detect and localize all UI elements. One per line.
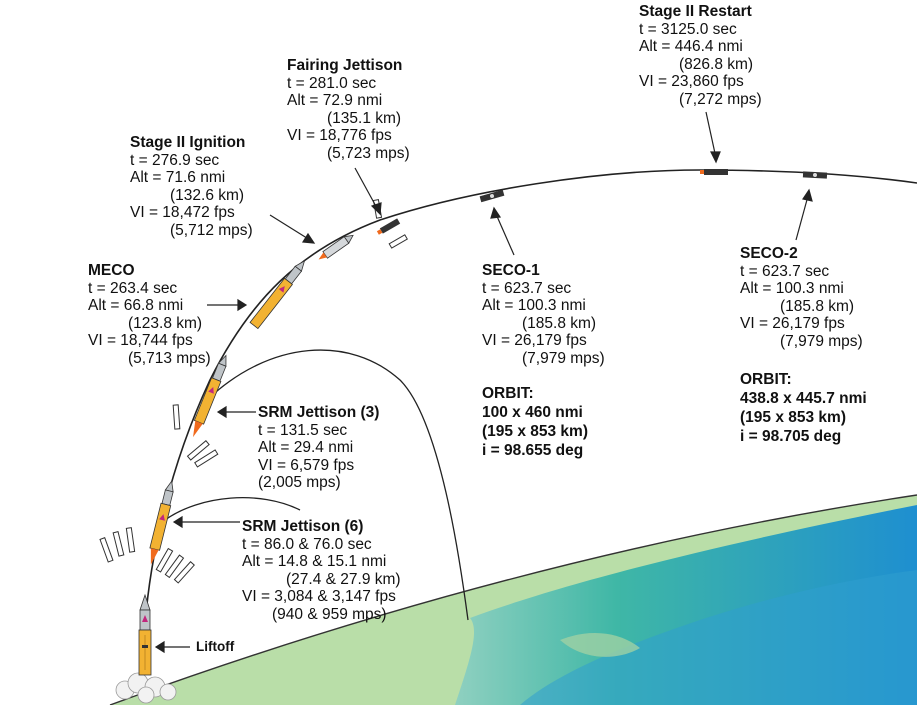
trajectory-line	[144, 169, 917, 626]
label-meco: MECO t = 263.4 sec Alt = 66.8 nmi (123.8…	[88, 262, 211, 367]
fairing-half	[388, 234, 408, 249]
orbit2-summary: ORBIT: 438.8 x 445.7 nmi (195 x 853 km) …	[740, 371, 867, 445]
label-srm-jettison-6: SRM Jettison (6) t = 86.0 & 76.0 sec Alt…	[242, 518, 401, 623]
jettisoned-srms-3	[172, 404, 219, 468]
label-stage2-restart: Stage II Restart t = 3125.0 sec Alt = 44…	[639, 3, 762, 108]
upper-stage-seco1	[479, 189, 505, 203]
orbit1-summary: ORBIT: 100 x 460 nmi (195 x 853 km) i = …	[482, 385, 588, 459]
label-fairing-jettison: Fairing Jettison t = 281.0 sec Alt = 72.…	[287, 57, 410, 162]
rocket-srm6-jettison	[149, 480, 174, 565]
label-srm-jettison-3: SRM Jettison (3) t = 131.5 sec Alt = 29.…	[258, 404, 380, 491]
upper-stage-restart	[700, 169, 728, 175]
rocket-stage2-ignition	[318, 234, 354, 260]
rocket-srm3-jettison	[193, 354, 227, 438]
label-seco1: SECO-1 t = 623.7 sec Alt = 100.3 nmi (18…	[482, 262, 605, 367]
earth-ocean-shade	[520, 570, 917, 705]
jettisoned-srms-6	[99, 527, 195, 584]
rocket-liftoff	[138, 593, 152, 676]
label-seco2: SECO-2 t = 623.7 sec Alt = 100.3 nmi (18…	[740, 245, 863, 350]
liftoff-smoke	[115, 672, 177, 704]
callout-arrows	[154, 111, 813, 654]
label-stage2-ignition: Stage II Ignition t = 276.9 sec Alt = 71…	[130, 134, 253, 239]
label-liftoff: Liftoff	[196, 639, 235, 654]
srm3-ballistic-arc	[206, 349, 469, 621]
land-patch	[560, 633, 640, 657]
horizon-line	[109, 494, 917, 705]
srm6-ballistic-arc	[164, 497, 301, 521]
rocket-meco	[249, 260, 306, 330]
upper-stage-seco2	[802, 171, 828, 179]
